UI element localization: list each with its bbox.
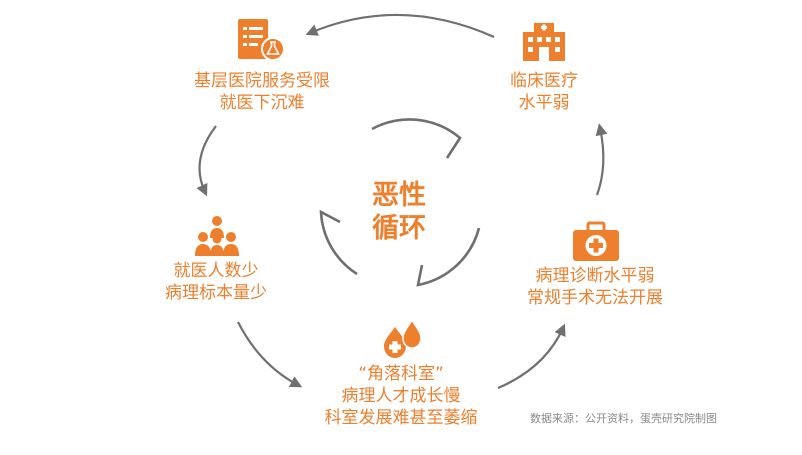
hospital-building-icon <box>523 23 565 61</box>
blood-drop-icon <box>384 318 422 358</box>
node-clinical-medicine: 临床医疗 水平弱 <box>510 70 578 114</box>
node-clinical-medicine-line-1: 临床医疗 <box>510 71 578 91</box>
center-title-line-1: 恶性 <box>372 180 426 211</box>
people-group-icon <box>195 216 239 256</box>
arrow-top <box>305 13 495 39</box>
inner-arc-top <box>371 118 462 159</box>
source-note: 数据来源：公开资料，蛋壳研究院制图 <box>530 412 717 425</box>
arrow-bottom-right <box>497 323 566 390</box>
node-pathology-diagnosis-line-2: 常规手术无法开展 <box>527 288 663 308</box>
node-corner-department: “角落科室” 病理人才成长慢 科室发展难甚至萎缩 <box>325 363 478 429</box>
node-few-patients-line-1: 就医人数少 <box>173 261 259 281</box>
node-corner-department-line-3: 科室发展难甚至萎缩 <box>324 408 478 428</box>
center-title-line-2: 循环 <box>372 213 426 244</box>
arrow-right <box>595 123 608 196</box>
inner-arc-bottom <box>416 227 481 287</box>
node-corner-department-line-1: “角落科室” <box>358 364 444 384</box>
node-primary-care-line-1: 基层医院服务受限 <box>194 71 330 91</box>
inner-arc-left <box>319 209 358 276</box>
clipboard-flask-icon <box>238 19 285 61</box>
node-primary-care: 基层医院服务受限 就医下沉难 <box>194 70 330 114</box>
node-primary-care-line-2: 就医下沉难 <box>219 93 305 113</box>
arrow-bottom-left <box>237 321 303 388</box>
medical-kit-icon <box>573 221 619 261</box>
node-pathology-diagnosis: 病理诊断水平弱 常规手术无法开展 <box>527 265 663 309</box>
node-corner-department-line-2: 病理人才成长慢 <box>341 386 461 406</box>
node-few-patients: 就医人数少 病理标本量少 <box>165 260 267 304</box>
node-few-patients-line-2: 病理标本量少 <box>165 283 267 303</box>
center-title: 恶性 循环 <box>372 179 426 245</box>
node-clinical-medicine-line-2: 水平弱 <box>518 93 570 113</box>
arrow-left <box>196 125 217 197</box>
node-pathology-diagnosis-line-1: 病理诊断水平弱 <box>535 266 655 286</box>
